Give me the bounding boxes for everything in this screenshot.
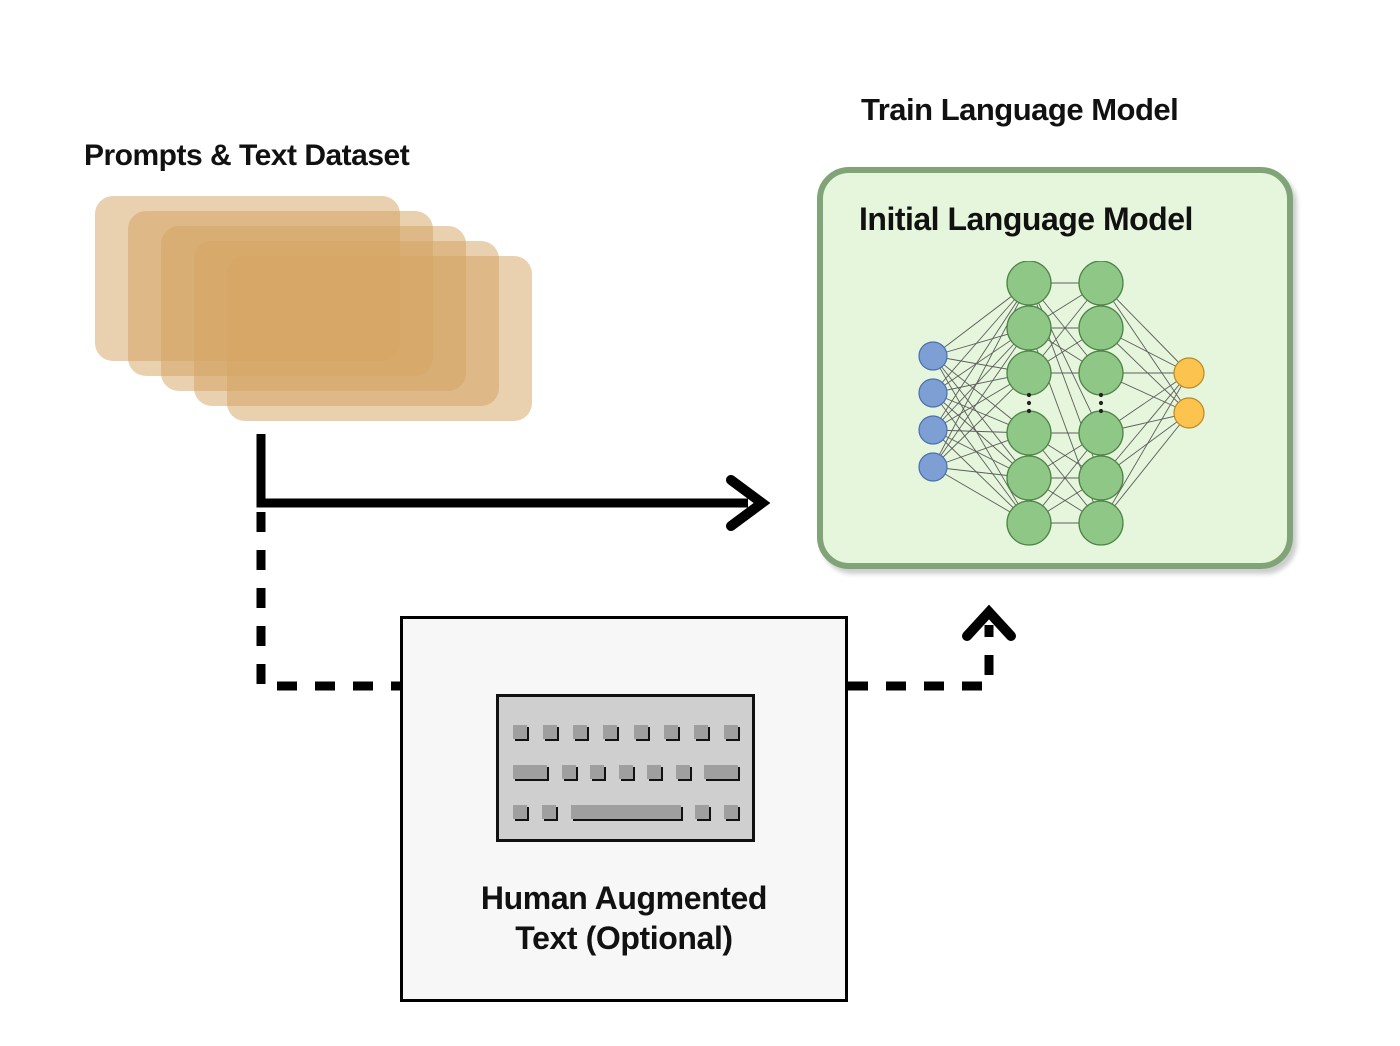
hidden-node [1078,500,1124,546]
hidden-node [1006,500,1052,546]
keyboard-key [513,725,527,739]
keyboard-row-middle [513,765,738,779]
nn-edges [932,282,1190,524]
hidden-layer-2-ellipsis-icon [1098,392,1104,414]
keyboard-key [573,725,588,739]
keyboard-row-top [513,725,738,739]
keyboard-key [675,765,690,779]
keyboard-key [695,805,710,819]
nn-output-nodes [1173,357,1205,429]
input-node [918,341,948,371]
initial-language-model-label: Initial Language Model [859,201,1193,237]
dataset-card [227,256,532,421]
nn-input-nodes [918,341,948,482]
keyboard-key [603,725,618,739]
keyboard-key [704,765,738,779]
keyboard-key [513,805,527,819]
hidden-node [1078,305,1124,351]
human-augmented-text-box: Human Augmented Text (Optional) [400,616,848,1002]
input-node [918,452,948,482]
hidden-node [1006,261,1052,306]
keyboard-key [590,765,604,779]
hidden-node [1078,350,1124,396]
nn-hidden-layer-2-nodes [1078,261,1124,546]
keyboard-icon [496,694,755,842]
output-node [1173,357,1205,389]
input-node [918,415,948,445]
keyboard-key [693,725,708,739]
initial-language-model-panel: Initial Language Model [817,167,1293,569]
neural-network-diagram [918,261,1205,546]
keyboard-key [541,805,556,819]
keyboard-key [663,725,678,739]
keyboard-key [633,725,648,739]
human-text-to-model-arrow [848,604,1016,691]
hidden-layer-1-ellipsis-icon [1026,392,1032,414]
human-caption-line-2: Text (Optional) [515,919,733,956]
hidden-node [1006,410,1052,456]
keyboard-row-bottom [513,805,738,819]
keyboard-key [513,765,547,779]
dataset-card-stack [0,0,600,500]
keyboard-key [561,765,576,779]
hidden-node [1006,455,1052,501]
human-caption-line-1: Human Augmented [480,880,768,916]
keyboard-key [724,805,738,819]
hidden-node [1006,350,1052,396]
keyboard-body [496,694,755,842]
train-language-model-title: Train Language Model [861,92,1179,127]
hidden-node [1078,410,1124,456]
dataset-to-human-text-branch [256,512,400,691]
hidden-node [1006,305,1052,351]
keyboard-key [618,765,633,779]
human-augmented-text-caption: Human Augmented Text (Optional) [403,879,845,958]
hidden-node [1078,261,1124,306]
nn-hidden-layer-1-nodes [1006,261,1052,546]
keyboard-key [723,725,738,739]
input-node [918,378,948,408]
keyboard-key [647,765,661,779]
dataset-title: Prompts & Text Dataset [84,139,410,172]
hidden-node [1078,455,1124,501]
keyboard-spacebar [570,805,681,819]
keyboard-key [543,725,558,739]
output-node [1173,397,1205,429]
